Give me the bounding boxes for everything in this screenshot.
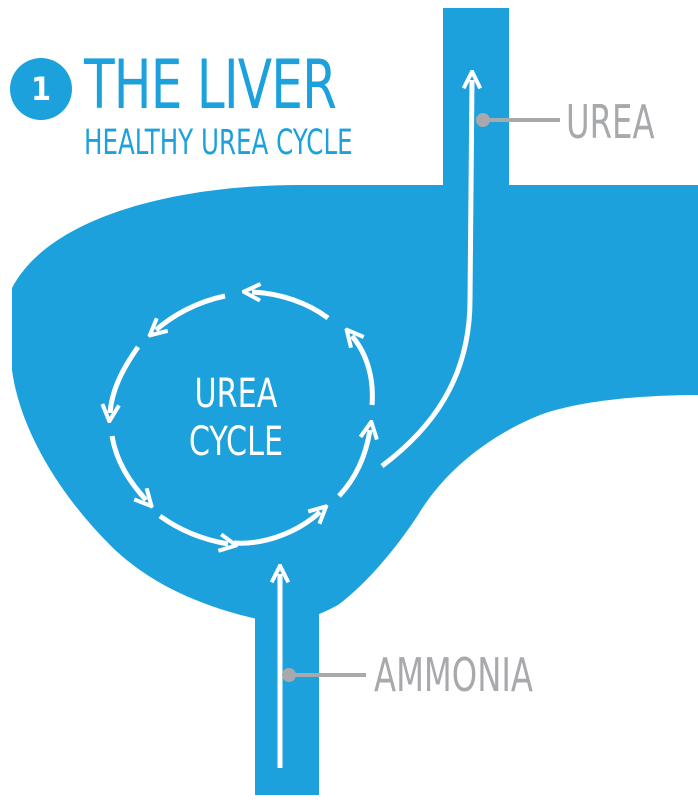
page-title: THE LIVER — [84, 46, 337, 125]
cycle-label-line-2: CYCLE — [188, 419, 284, 465]
cycle-arc-4 — [252, 292, 330, 321]
cycle-label-line-1: UREA — [194, 371, 278, 417]
urea-output-label: UREA — [566, 95, 655, 149]
step-number-badge: 1 — [10, 58, 72, 120]
cycle-arc-1 — [233, 512, 320, 546]
liver-shape — [12, 185, 698, 622]
output-duct — [443, 8, 509, 198]
cycle-arc-3 — [352, 336, 375, 406]
urea-outflow-arrow — [380, 80, 472, 468]
urea-cycle-label: UREA CYCLE — [164, 370, 308, 466]
cycle-arc-8 — [158, 513, 228, 544]
ammonia-leader-dot — [282, 668, 296, 682]
page-subtitle: HEALTHY UREA CYCLE — [84, 123, 353, 163]
cycle-arc-5 — [156, 293, 226, 330]
cycle-arc-2 — [337, 430, 370, 498]
cycle-arc-6 — [110, 345, 141, 413]
input-vessel — [255, 590, 319, 795]
cycle-arc-7 — [109, 435, 146, 500]
urea-leader-dot — [476, 113, 490, 127]
urea-cycle-ring — [110, 292, 372, 544]
ammonia-input-label: AMMONIA — [374, 648, 533, 702]
